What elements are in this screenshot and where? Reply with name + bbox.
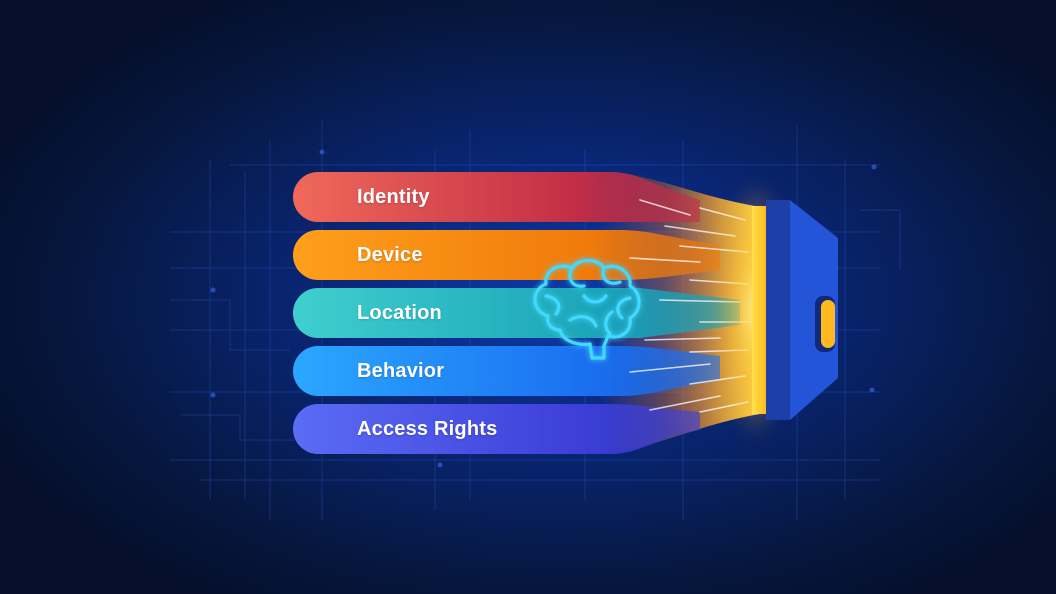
door-panel-edge <box>766 200 790 420</box>
factor-label-identity: Identity <box>357 186 430 208</box>
door-icon <box>752 200 838 420</box>
circuit-nodes <box>210 149 877 468</box>
access-rights-bar <box>293 404 700 454</box>
door-frame-light <box>752 206 768 414</box>
behavior-bar <box>293 346 720 396</box>
factor-label-access-rights: Access Rights <box>357 418 498 440</box>
identity-bar <box>293 172 700 222</box>
factor-label-behavior: Behavior <box>357 360 445 382</box>
brain-icon <box>533 258 641 360</box>
door-panel-face <box>790 200 838 420</box>
door-knob <box>821 300 835 348</box>
factor-label-location: Location <box>357 302 442 324</box>
factor-label-device: Device <box>357 244 423 266</box>
